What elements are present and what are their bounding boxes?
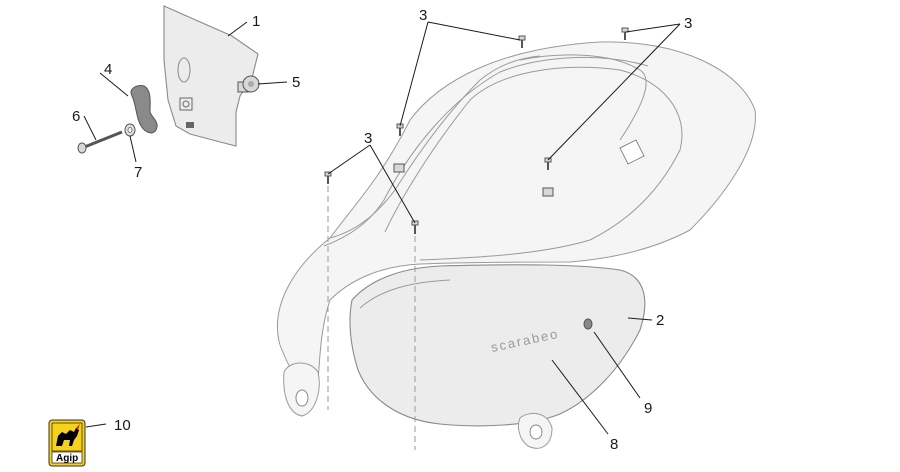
grommet-part	[237, 75, 260, 93]
leader-lines	[83, 21, 681, 435]
callout-3-middle: 3	[364, 130, 372, 147]
clip-part	[130, 85, 158, 134]
callout-7: 7	[134, 164, 142, 181]
callout-labels: 1 4 5 6 7 3 3 3 2 9 8 10	[72, 7, 692, 453]
badge-emblem	[583, 318, 593, 330]
agip-logo-text: Agip	[56, 453, 78, 464]
washer-part	[124, 123, 136, 137]
callout-6: 6	[72, 108, 80, 125]
callout-10: 10	[114, 417, 131, 434]
callout-5: 5	[292, 74, 300, 91]
screw-part	[77, 130, 123, 154]
callout-8: 8	[610, 436, 618, 453]
inner-panel-part	[163, 5, 259, 147]
callout-1: 1	[252, 13, 260, 30]
callout-3-top-left: 3	[419, 7, 427, 24]
alignment-lines	[327, 186, 416, 450]
rear-body-part: scarabeo	[276, 41, 756, 449]
callout-2: 2	[656, 312, 664, 329]
callout-3-top-right: 3	[684, 15, 692, 32]
callout-9: 9	[644, 400, 652, 417]
agip-logo: Agip	[48, 419, 86, 467]
callout-4: 4	[104, 61, 112, 78]
